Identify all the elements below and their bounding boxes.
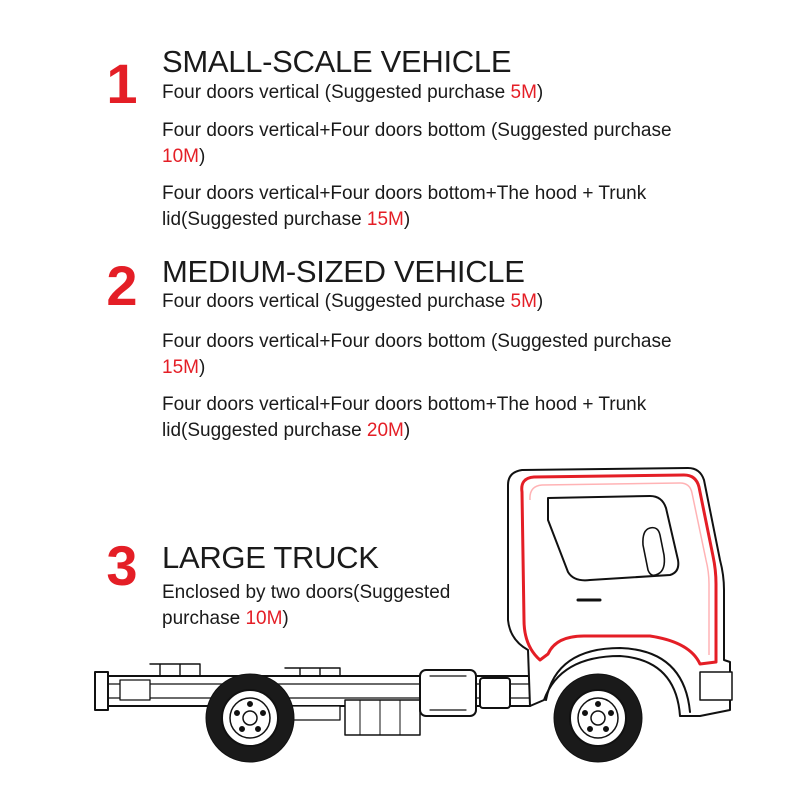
- option-suffix: ): [536, 82, 544, 103]
- option-suffix: ): [198, 146, 206, 167]
- section-title-small-vehicle: SMALL-SCALE VEHICLE: [162, 44, 512, 79]
- option-text: Enclosed by two doors(Suggested purchase: [162, 582, 451, 629]
- option-item: Four doors vertical+Four doors bottom+Th…: [162, 181, 662, 233]
- option-amount: 15M: [162, 357, 199, 378]
- option-item: Four doors vertical+Four doors bottom (S…: [162, 329, 672, 381]
- option-item: Four doors vertical+Four doors bottom+Th…: [162, 392, 662, 444]
- option-item: Four doors vertical (Suggested purchase …: [162, 289, 682, 315]
- option-suffix: ): [198, 357, 206, 378]
- option-suffix: ): [403, 209, 411, 230]
- option-suffix: ): [282, 608, 289, 629]
- option-amount: 10M: [162, 146, 199, 167]
- option-item: Enclosed by two doors(Suggested purchase…: [162, 580, 502, 632]
- option-amount: 10M: [245, 608, 283, 629]
- option-text: Four doors vertical+Four doors bottom+Th…: [162, 394, 647, 441]
- option-text: Four doors vertical (Suggested purchase: [162, 82, 511, 103]
- option-text: Four doors vertical+Four doors bottom+Th…: [162, 183, 647, 230]
- option-item: Four doors vertical (Suggested purchase …: [162, 80, 682, 106]
- section-title-large-truck: LARGE TRUCK: [162, 540, 379, 575]
- option-item: Four doors vertical+Four doors bottom (S…: [162, 118, 672, 170]
- section-number-2: 2: [106, 254, 138, 317]
- option-amount: 5M: [510, 82, 537, 103]
- option-text: Four doors vertical (Suggested purchase: [162, 291, 511, 312]
- section-title-medium-vehicle: MEDIUM-SIZED VEHICLE: [162, 254, 525, 289]
- option-amount: 20M: [366, 420, 404, 441]
- section-number-3: 3: [106, 534, 138, 597]
- option-suffix: ): [536, 291, 544, 312]
- option-amount: 5M: [510, 291, 537, 312]
- option-text: Four doors vertical+Four doors bottom (S…: [162, 331, 672, 352]
- section-number-1: 1: [106, 52, 138, 115]
- option-amount: 15M: [366, 209, 404, 230]
- option-suffix: ): [403, 420, 411, 441]
- option-text: Four doors vertical+Four doors bottom (S…: [162, 120, 672, 141]
